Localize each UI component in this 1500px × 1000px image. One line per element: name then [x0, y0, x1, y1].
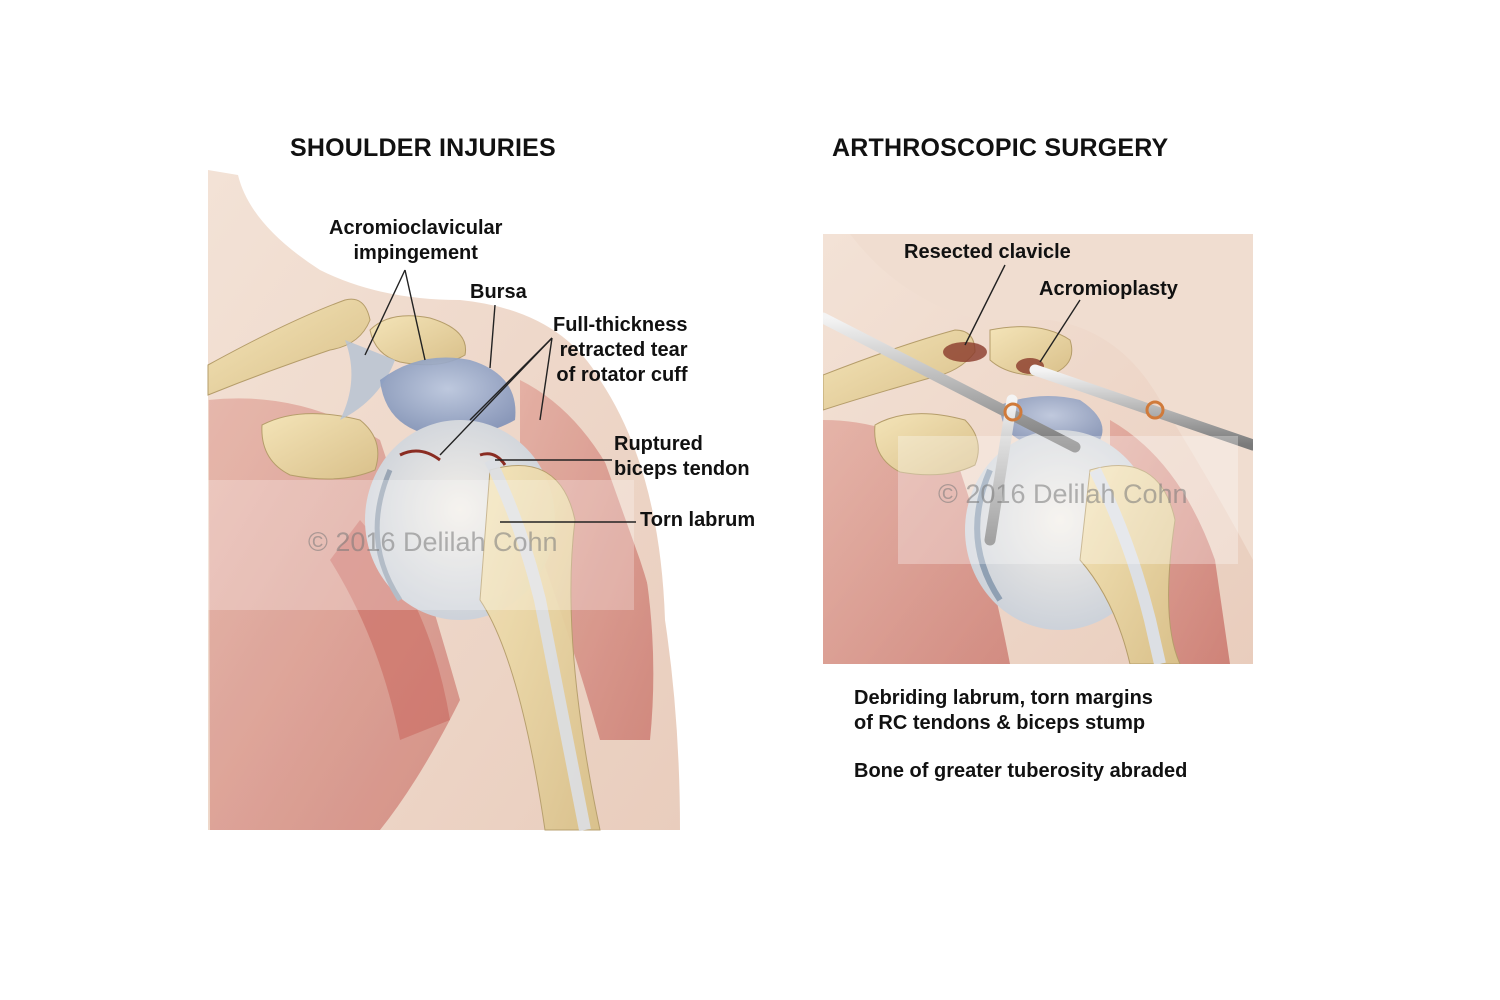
panel-title-arthroscopic-surgery: ARTHROSCOPIC SURGERY — [832, 134, 1169, 162]
watermark-box-right — [898, 436, 1238, 564]
watermark-box-left — [208, 480, 634, 610]
leader-lines-left — [364, 269, 636, 523]
panel-title-shoulder-injuries: SHOULDER INJURIES — [290, 134, 556, 162]
label-acromioplasty: Acromioplasty — [1039, 278, 1178, 300]
label-resected-clavicle: Resected clavicle — [904, 241, 1071, 263]
label-ruptured-biceps: Ruptured biceps tendon — [614, 433, 750, 480]
left-shoulder-illustration — [207, 170, 680, 832]
right-shoulder-illustration — [823, 234, 1253, 664]
label-bursa: Bursa — [470, 281, 527, 303]
watermark-left: © 2016 Delilah Cohn — [308, 527, 558, 557]
label-torn-labrum: Torn labrum — [640, 509, 756, 531]
label-full-thickness-tear: Full-thickness retracted tear of rotator… — [553, 314, 688, 386]
watermark-right: © 2016 Delilah Cohn — [938, 479, 1188, 509]
caption-bone-abraded: Bone of greater tuberosity abraded — [854, 760, 1188, 782]
leader-lines-right — [964, 264, 1081, 363]
caption-debriding: Debriding labrum, torn margins of RC ten… — [854, 687, 1153, 734]
label-ac-impingement: Acromioclavicular impingement — [329, 217, 503, 264]
